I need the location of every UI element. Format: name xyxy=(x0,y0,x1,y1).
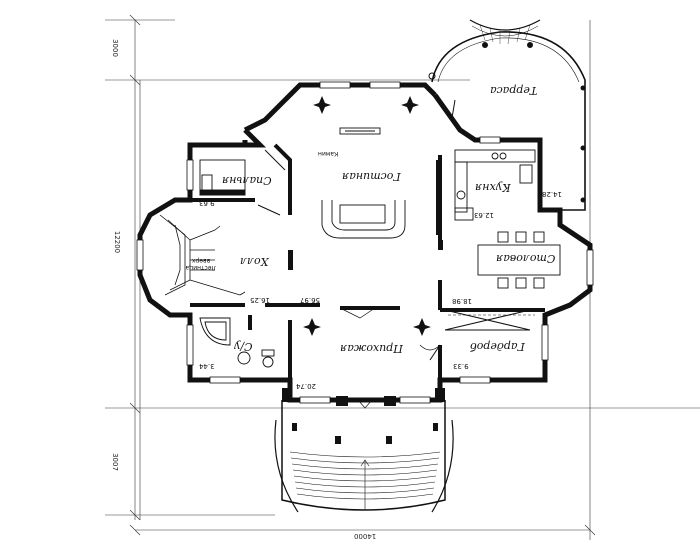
kitchen-counter xyxy=(454,149,536,221)
bed xyxy=(199,159,246,196)
plants xyxy=(303,96,431,336)
room-label-living: Гостиная xyxy=(342,170,401,183)
living-sofa xyxy=(321,127,406,239)
room-label-dining: Столовая xyxy=(496,252,556,265)
room-label-bedroom: Спальня xyxy=(222,174,272,187)
area-bath: 3.44 xyxy=(199,362,215,370)
area-kitchen: 12.63 xyxy=(474,211,495,219)
room-label-kitchen: Кухня xyxy=(475,181,511,194)
stair-bay xyxy=(159,214,246,296)
dim-left-total: 12200 xyxy=(113,230,122,254)
room-label-terrace: Терраса xyxy=(490,84,538,97)
door-swings xyxy=(339,307,441,409)
dim-bottom-left: 3007 xyxy=(110,453,119,471)
area-living: 56.97 xyxy=(300,296,321,304)
thin-walls xyxy=(257,94,531,361)
room-label-stairs: Лестница вверх xyxy=(185,257,216,271)
bath-fixtures xyxy=(199,317,275,368)
room-label-bath: С/у xyxy=(234,340,253,353)
windows xyxy=(136,81,594,404)
room-label-hall: Холл xyxy=(240,255,269,268)
porch-steps xyxy=(274,400,454,513)
area-dining: 18.98 xyxy=(452,297,473,305)
dining-table xyxy=(477,231,561,289)
pillars xyxy=(282,240,445,444)
room-label-wardrobe: Гардероб xyxy=(470,340,525,353)
room-label-entry: Прихожая xyxy=(340,342,403,355)
terrace-outline xyxy=(431,19,586,211)
area-hall: 16.25 xyxy=(250,296,271,304)
area-kitchen-side: 14.28 xyxy=(542,190,563,198)
dim-bottom-total: 14000 xyxy=(354,532,377,540)
room-label-fireplace: Камин xyxy=(318,150,339,157)
fireplace-block xyxy=(436,160,442,235)
dimension-lines xyxy=(105,14,700,540)
terrace-columns xyxy=(428,42,586,203)
area-wardrobe: 9.33 xyxy=(453,362,469,370)
area-bedroom: 9.63 xyxy=(199,199,215,207)
dim-top-left: 3000 xyxy=(110,39,119,57)
area-entry: 20.74 xyxy=(296,382,317,390)
